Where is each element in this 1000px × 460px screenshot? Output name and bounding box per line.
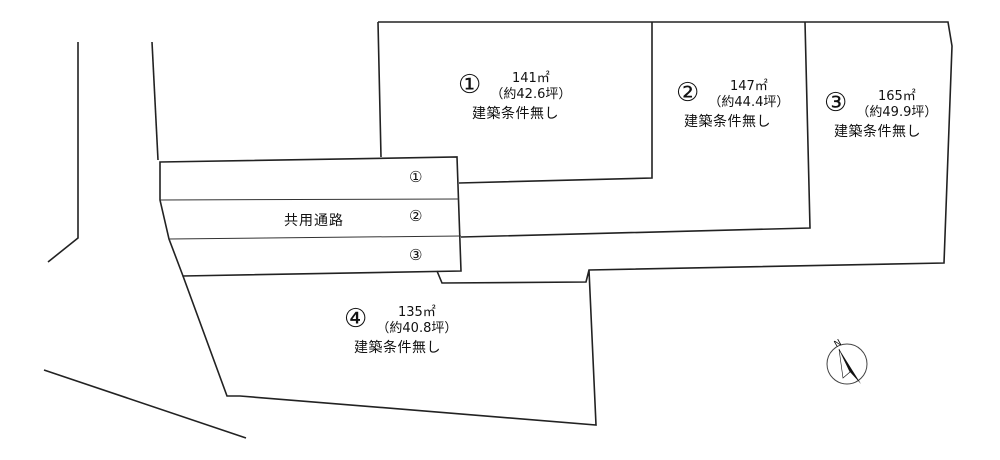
lot-2-number: ② (676, 78, 700, 108)
lot-1-area: 141㎡ (511, 71, 550, 86)
lot-1-label: ① 141㎡ （約42.6坪） 建築条件無し (458, 72, 594, 121)
shared-road-divider-1 (159, 198, 460, 201)
lot-1-tsubo: （約42.6坪） (490, 87, 572, 102)
shared-road-lane-3: ③ (409, 246, 423, 264)
street-edge-lower-left (43, 369, 247, 439)
lot-4-label: ④ 135㎡ （約40.8坪） 建築条件無し (344, 306, 480, 355)
shared-road-divider-2 (168, 235, 462, 240)
shared-road-label: 共用通路 (284, 213, 344, 229)
lot-2-boundary (460, 21, 811, 238)
lot-2-label: ② 147㎡ （約44.4坪） 建築条件無し (676, 80, 806, 129)
compass-icon (826, 343, 868, 385)
street-edge-left-vertical (151, 41, 159, 161)
lot-3-condition: 建築条件無し (834, 124, 921, 140)
lot-2-tsubo: （約44.4坪） (708, 95, 790, 110)
site-boundary (182, 21, 953, 426)
lot-3-label: ③ 165㎡ （約49.9坪） 建築条件無し (824, 90, 950, 139)
lot-3-tsubo: （約49.9坪） (856, 105, 938, 120)
lot-3-area: 165㎡ (877, 89, 916, 104)
lot-4-number: ④ (344, 304, 368, 334)
lot-1-condition: 建築条件無し (472, 106, 559, 122)
lot-1-boundary (377, 21, 653, 184)
lot-4-condition: 建築条件無し (354, 340, 441, 356)
lot-4-tsubo: （約40.8坪） (376, 321, 458, 336)
street-edge-upper-left (47, 42, 79, 263)
lot-1-number: ① (458, 70, 482, 100)
shared-road-lane-2: ② (409, 207, 423, 225)
shared-road-lane-1: ① (409, 168, 423, 186)
lot-2-condition: 建築条件無し (684, 114, 771, 130)
lot-2-area: 147㎡ (729, 79, 768, 94)
lot-4-area: 135㎡ (397, 305, 436, 320)
lot-3-number: ③ (824, 88, 848, 118)
